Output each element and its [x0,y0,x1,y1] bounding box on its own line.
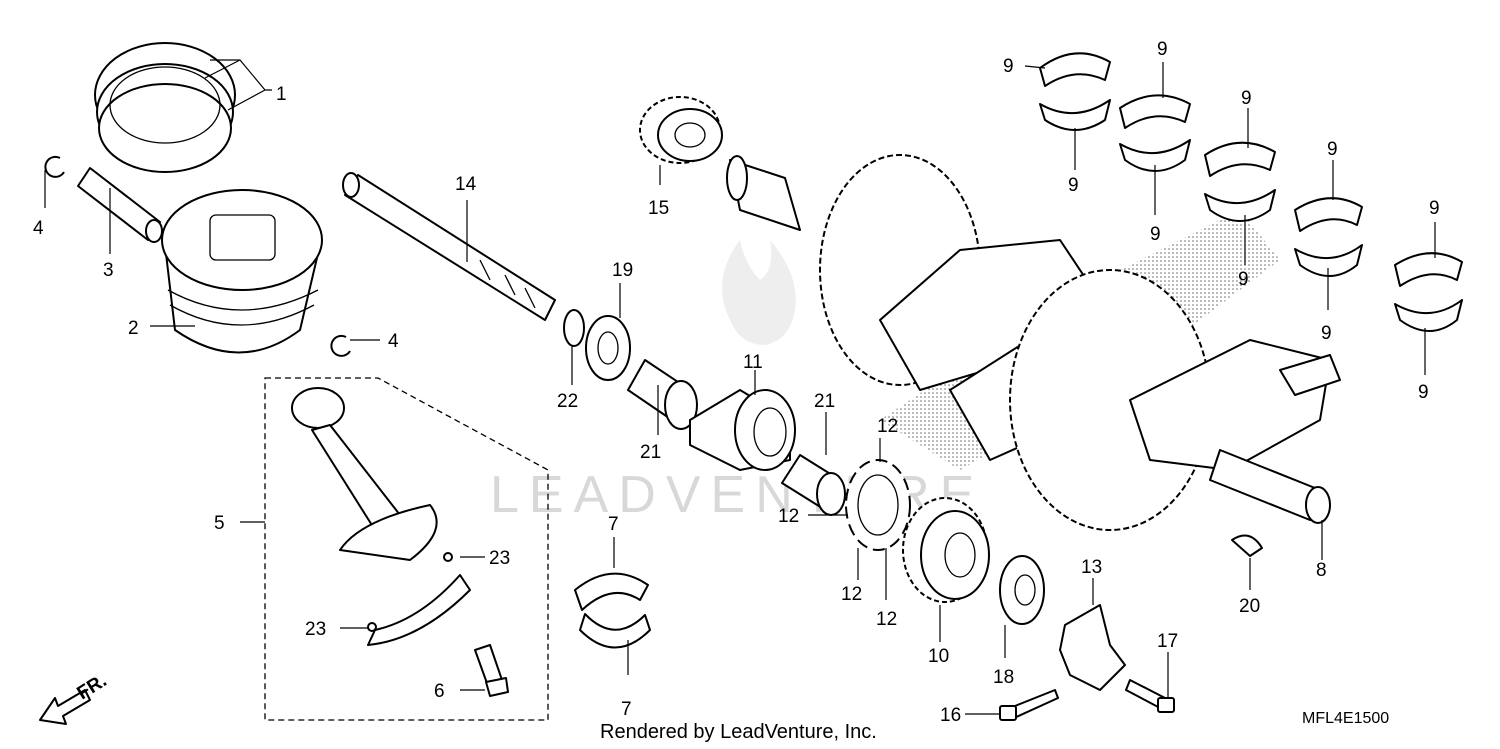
hub-11 [689,389,796,471]
callout-12-b: 12 [778,506,799,527]
bolt-17 [1125,679,1175,713]
callout-7-upper: 7 [608,514,619,535]
piston [161,189,323,354]
callout-11: 11 [743,352,763,373]
piston-rings [94,42,236,173]
washer-19 [585,315,631,381]
primary-drive-gear [639,96,723,164]
callout-18: 18 [993,667,1014,688]
needle-bearing-upper [627,359,698,430]
callout-9-i: 9 [1429,198,1440,219]
needle-bearing-lower [781,454,846,516]
callout-13: 13 [1081,557,1102,578]
rod-bolt [474,644,509,697]
callout-16: 16 [940,705,961,726]
credit-text: Rendered by LeadVenture, Inc. [600,721,877,743]
callout-5: 5 [214,513,225,534]
callout-12-d: 12 [876,609,897,630]
callout-10: 10 [928,646,949,667]
callout-8: 8 [1316,560,1327,581]
callout-9-g: 9 [1327,139,1338,160]
callout-7-lower: 7 [621,699,632,720]
balancer-shaft [342,172,556,321]
callout-22: 22 [557,391,578,412]
shim-22 [563,309,585,347]
callout-12-a: 12 [877,416,898,437]
callout-9-d: 9 [1150,224,1161,245]
diagram-code: MFL4E1500 [1302,710,1389,727]
callout-14: 14 [455,174,477,195]
callouts: 1 2 3 4 4 5 6 7 7 8 9 9 9 9 9 9 9 9 9 9 … [33,39,1440,726]
crankshaft [726,154,1341,531]
connecting-rod-group-box [264,377,549,721]
callout-9-b: 9 [1068,175,1079,196]
gear-10 [902,497,990,603]
callout-20: 20 [1239,596,1260,617]
callout-1: 1 [276,84,287,105]
callout-23-upper: 23 [489,548,510,569]
callout-4-lower: 4 [388,331,399,352]
callout-9-j: 9 [1418,382,1429,403]
callout-19: 19 [612,260,633,281]
callout-15: 15 [648,198,669,219]
piston-pin-clip-lower [330,334,351,357]
connecting-rod [291,387,471,646]
callout-17: 17 [1157,631,1178,652]
crankpin-bearings [574,572,651,649]
front-direction-marker: FR. [39,670,111,725]
callout-3: 3 [103,260,114,281]
callout-12-c: 12 [841,584,862,605]
damper-rubber-set [845,459,911,551]
thrust-washer-18 [999,555,1045,625]
main-bearings [1039,52,1463,332]
callout-9-c: 9 [1157,39,1168,60]
callout-6: 6 [434,681,445,702]
watermark-text: LEADVENTURE [490,466,984,524]
callout-9-f: 9 [1238,269,1249,290]
callout-4-upper: 4 [33,218,44,239]
leader-lines [44,59,1436,715]
piston-pin [77,167,163,243]
callout-9-a: 9 [1003,56,1014,77]
callout-23-lower: 23 [305,619,326,640]
callout-9-h: 9 [1321,323,1332,344]
woodruff-key-20 [1231,534,1263,557]
callout-2: 2 [128,318,139,339]
bolt-16 [999,689,1059,721]
callout-21-a: 21 [640,442,661,463]
bracket-13 [1059,604,1126,691]
piston-pin-clip-upper [44,155,65,178]
callout-21-b: 21 [814,391,835,412]
callout-9-e: 9 [1241,88,1252,109]
dowel-pin-lower [367,622,377,632]
dowel-pin-upper [443,552,453,562]
